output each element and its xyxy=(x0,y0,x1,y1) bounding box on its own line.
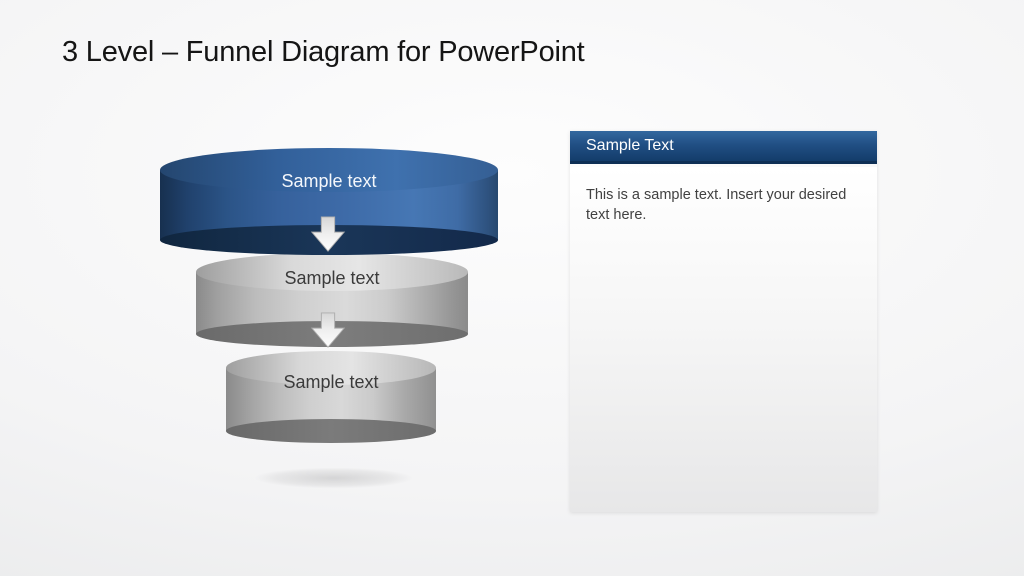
panel-body-text: This is a sample text. Insert your desir… xyxy=(586,187,847,224)
cylinder-top-face xyxy=(226,351,436,385)
sample-text-panel: Sample Text This is a sample text. Inser… xyxy=(570,131,877,512)
cylinder-top-face xyxy=(196,253,468,291)
funnel-level-1-label: Sample text xyxy=(281,171,377,191)
funnel-level-2-label: Sample text xyxy=(284,268,380,288)
funnel-level-3: Sample text xyxy=(226,351,436,443)
panel-header-title: Sample Text xyxy=(586,137,674,154)
down-arrow-icon xyxy=(309,216,347,254)
slide-title: 3 Level – Funnel Diagram for PowerPoint xyxy=(62,36,585,68)
panel-header: Sample Text xyxy=(570,131,877,164)
floor-shadow xyxy=(228,464,440,492)
cylinder-bottom-face xyxy=(226,419,436,443)
funnel-level-3-label: Sample text xyxy=(283,372,379,392)
cylinder-top-face xyxy=(160,148,498,192)
down-arrow-icon xyxy=(309,312,347,350)
panel-body: This is a sample text. Insert your desir… xyxy=(570,167,877,512)
